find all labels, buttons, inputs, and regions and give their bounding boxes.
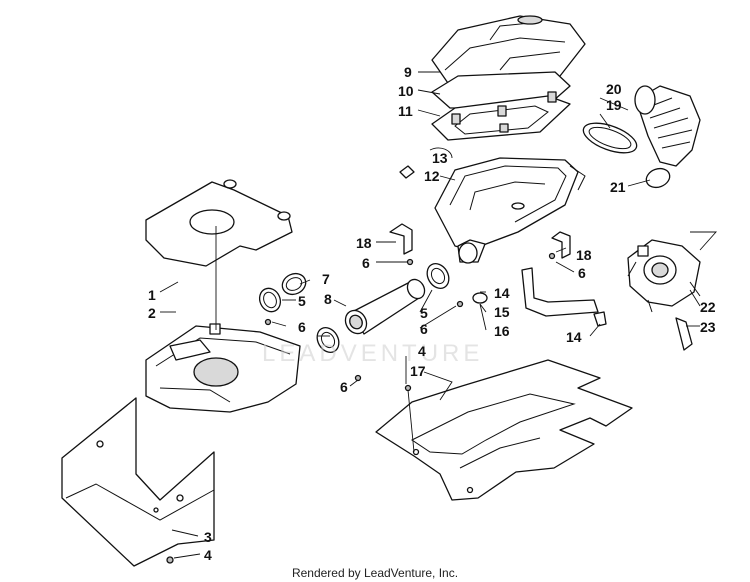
clamp-19 xyxy=(582,122,638,154)
gasket-plate xyxy=(145,179,293,267)
callout-1[interactable]: 1 xyxy=(148,287,156,303)
callout-14-lower[interactable]: 14 xyxy=(566,329,582,345)
callout-5-right[interactable]: 5 xyxy=(420,305,428,321)
grommet xyxy=(472,292,488,304)
callout-19[interactable]: 19 xyxy=(606,97,622,113)
drain-hose xyxy=(675,317,693,351)
callout-12[interactable]: 12 xyxy=(424,168,440,184)
callout-4-right[interactable]: 4 xyxy=(418,343,426,359)
callout-7[interactable]: 7 xyxy=(322,271,330,287)
breather-hose xyxy=(521,267,607,327)
tube-clamp-lower xyxy=(316,327,340,353)
callout-11[interactable]: 11 xyxy=(398,103,413,119)
bracket-right xyxy=(551,231,571,259)
air-box-base xyxy=(434,157,586,264)
carburetor xyxy=(627,239,701,313)
footer-credit: Rendered by LeadVenture, Inc. xyxy=(291,566,459,580)
watermark: LEADVENTURE xyxy=(262,340,484,367)
screws xyxy=(166,252,556,564)
clamp-5-left xyxy=(258,287,282,313)
bracket-left xyxy=(389,223,413,255)
callout-17[interactable]: 17 xyxy=(410,363,426,379)
intake-boot-7 xyxy=(281,272,307,296)
filter-frame xyxy=(431,91,571,141)
leader-lines xyxy=(159,71,718,559)
callout-6-lower[interactable]: 6 xyxy=(340,379,348,395)
callout-18-right[interactable]: 18 xyxy=(576,247,592,263)
callout-8[interactable]: 8 xyxy=(324,291,332,307)
callout-16[interactable]: 16 xyxy=(494,323,510,339)
clip-13 xyxy=(399,165,415,179)
callout-20[interactable]: 20 xyxy=(606,81,622,97)
callout-14-upper[interactable]: 14 xyxy=(494,285,510,301)
callout-21[interactable]: 21 xyxy=(610,179,626,195)
callout-9[interactable]: 9 xyxy=(404,64,412,80)
callout-13[interactable]: 13 xyxy=(432,150,448,166)
callout-5-left[interactable]: 5 xyxy=(298,293,306,309)
intake-boot xyxy=(634,85,701,167)
callout-10[interactable]: 10 xyxy=(398,83,414,99)
callout-6-left[interactable]: 6 xyxy=(298,319,306,335)
callout-2[interactable]: 2 xyxy=(148,305,156,321)
mounting-base xyxy=(145,323,301,413)
callout-4-left[interactable]: 4 xyxy=(204,547,212,563)
callout-6-mid[interactable]: 6 xyxy=(420,321,428,337)
inlet-tube xyxy=(344,278,426,335)
clamp-21 xyxy=(645,167,671,189)
callout-22[interactable]: 22 xyxy=(700,299,716,315)
callout-6-right[interactable]: 6 xyxy=(578,265,586,281)
callout-15[interactable]: 15 xyxy=(494,304,510,320)
tube-clamp-upper xyxy=(426,263,450,289)
callout-3[interactable]: 3 xyxy=(204,529,212,545)
skid-plate xyxy=(61,397,215,567)
callout-18-left[interactable]: 18 xyxy=(356,235,372,251)
callout-23[interactable]: 23 xyxy=(700,319,716,335)
callout-6-upper[interactable]: 6 xyxy=(362,255,370,271)
floor-panel xyxy=(375,359,633,501)
